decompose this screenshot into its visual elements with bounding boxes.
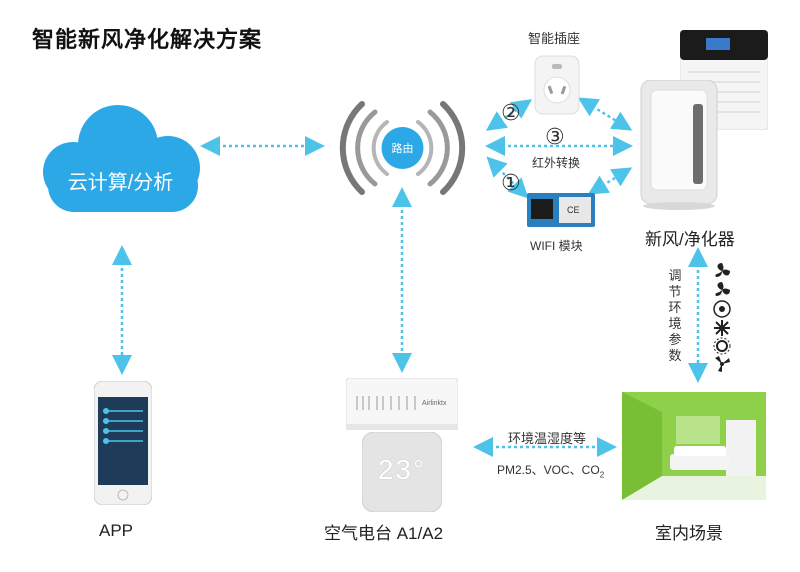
air-station-brand: Airlinktx <box>422 400 447 407</box>
svg-text:CE: CE <box>567 205 580 215</box>
step-one: ① <box>501 170 521 195</box>
page-title: 智能新风净化解决方案 <box>32 27 263 52</box>
air-station-a1: Airlinktx <box>345 377 459 433</box>
air-station-a2: 23° <box>361 431 443 513</box>
arrow-wifi-purifier <box>587 167 633 195</box>
air-station-display: 23° <box>377 454 427 485</box>
step-three: ③ <box>545 124 565 149</box>
cloud: 云计算/分析 <box>28 100 213 225</box>
fan-icon <box>715 356 730 372</box>
app-label: APP <box>99 521 134 540</box>
air-station-icon <box>345 377 459 430</box>
smart-socket <box>533 54 581 116</box>
router-label: 路由 <box>391 143 414 155</box>
ir-label: 红外转换 <box>532 156 581 170</box>
step-two: ② <box>501 100 521 125</box>
arrow-router-wifi <box>486 156 529 199</box>
mode-icons <box>712 262 732 372</box>
cloud-label: 云计算/分析 <box>67 172 174 194</box>
arrow-router-socket <box>485 99 533 131</box>
sun-icon <box>713 337 731 355</box>
env-data-label: 环境温湿度等 <box>508 431 587 446</box>
air-station-label: 空气电台 A1/A2 <box>324 524 444 543</box>
snowflake-icon <box>714 320 730 336</box>
air-purifier <box>633 79 725 210</box>
wifi-module: CE <box>527 193 595 227</box>
cloud-icon <box>43 105 200 212</box>
indoor-label: 室内场景 <box>655 524 723 543</box>
socket-icon <box>534 55 580 115</box>
phone <box>93 380 153 506</box>
purifier-icon <box>640 79 718 210</box>
smartphone-icon <box>93 380 153 506</box>
purifier-label: 新风/净化器 <box>645 230 735 249</box>
fan-icon <box>713 300 731 318</box>
env-data-sub-suffix: 2 <box>599 470 605 480</box>
env-data-sub: PM2.5、VOC、CO2 <box>497 461 604 479</box>
adjust-env-label: 调节环境参数 <box>668 268 682 363</box>
fan-icon <box>715 282 730 296</box>
indoor-room-image <box>622 392 766 500</box>
wifi-signal-icon <box>339 101 466 195</box>
arrow-socket-purifier <box>577 97 633 131</box>
router: 路由 <box>335 100 470 195</box>
indoor-scene <box>622 392 766 500</box>
wifi-module-label: WIFI 模块 <box>530 239 583 253</box>
wifi-module-icon: CE <box>527 193 595 227</box>
fan-icon <box>715 263 730 277</box>
env-data-sub-text: PM2.5、VOC、CO <box>497 463 600 477</box>
smart-socket-label: 智能插座 <box>528 31 581 46</box>
